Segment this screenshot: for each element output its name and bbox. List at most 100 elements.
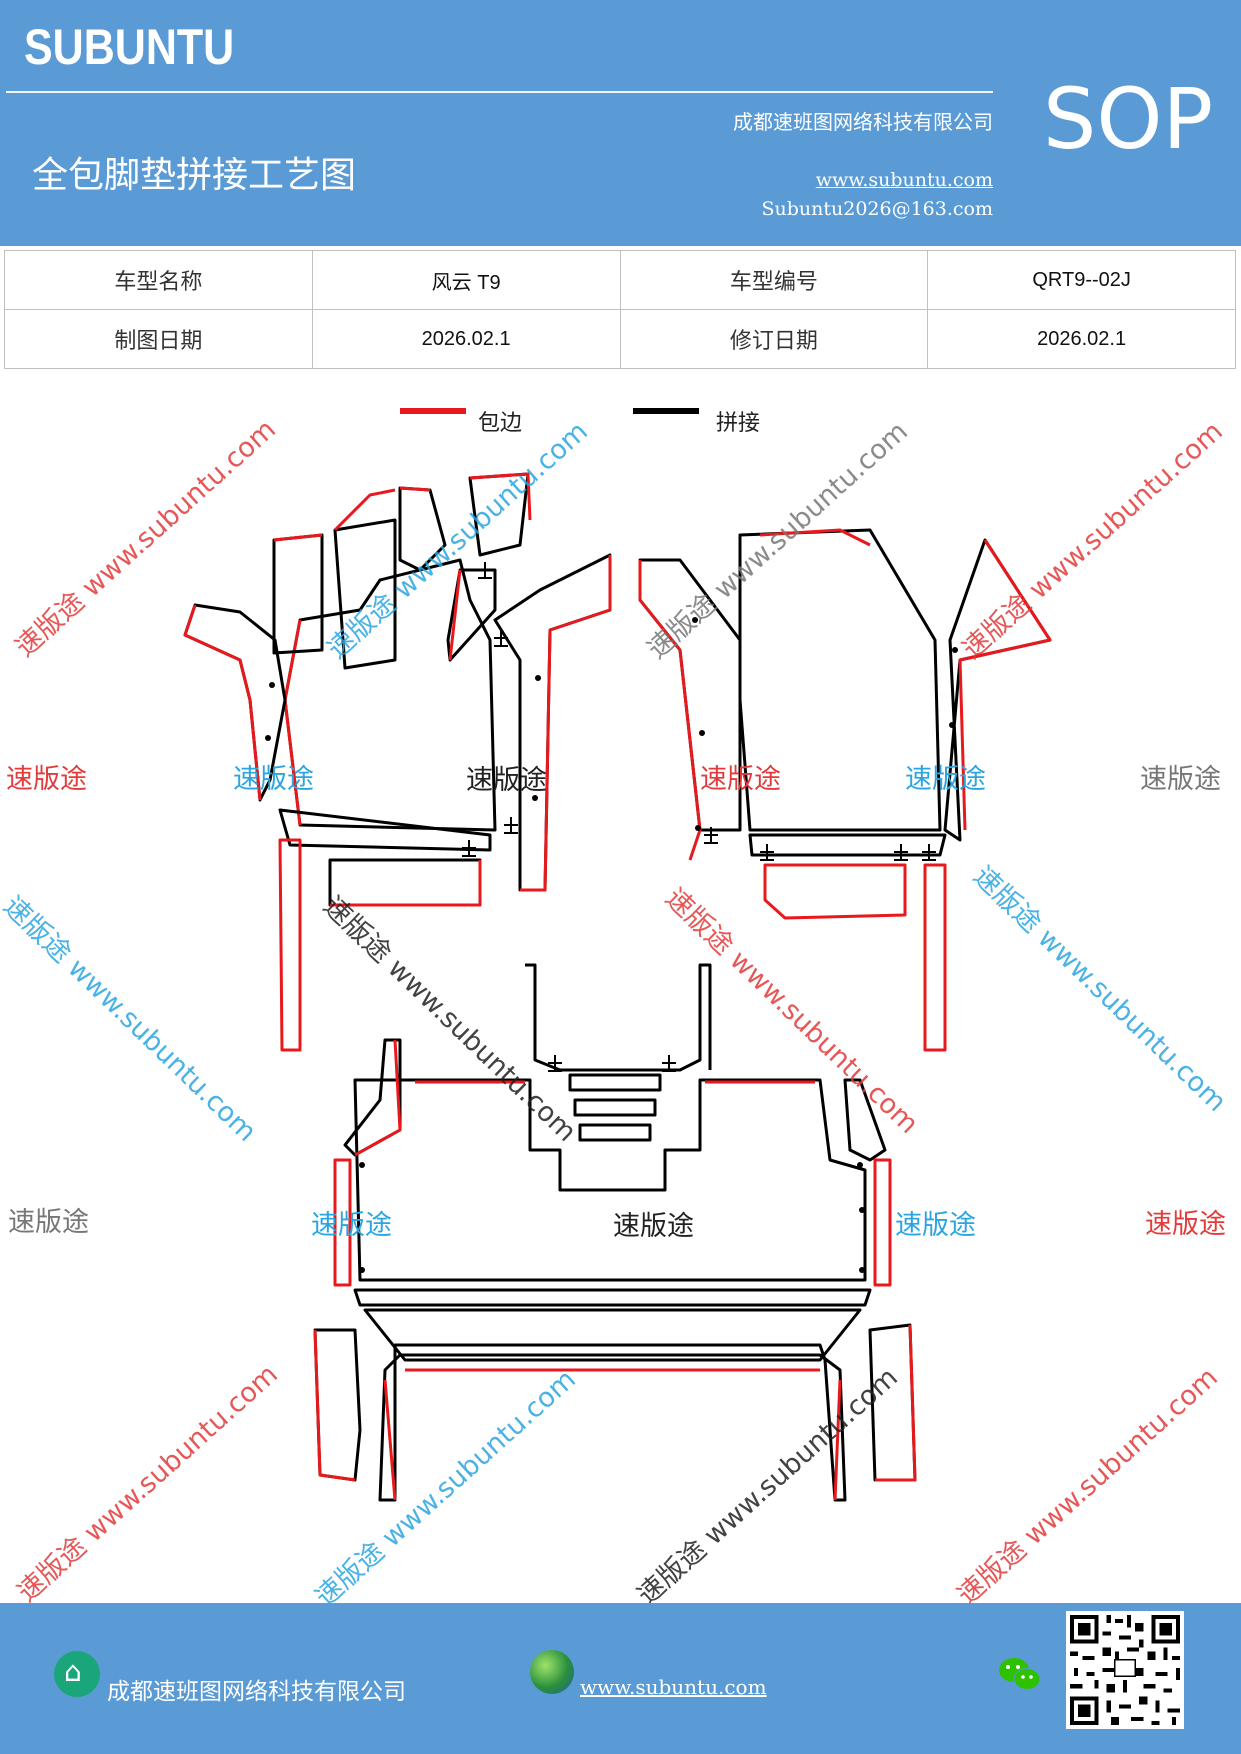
label-model-name: 车型名称 [4,250,313,310]
mat-piece-third-row-main [378,1343,847,1502]
mat-piece-front-right-step [763,863,907,920]
table-row: 制图日期 2026.02.1 修订日期 2026.02.1 [4,309,1236,369]
stitch-dot [699,730,705,736]
stitch-mark [548,1055,562,1072]
mat-piece-front-left-curve-edge [469,472,532,521]
watermark-brand: 速版途 [311,1210,392,1241]
mat-piece-rear-right-flap [843,1078,887,1162]
legend-red-label: 包边 [478,411,523,436]
stitch-mark [662,1055,676,1072]
company-name: 成都速班图网络科技有限公司 [733,110,993,134]
mat-piece-front-left-step-edge [330,860,482,907]
watermark-brand: 速版途 [700,764,781,795]
stitch-mark [760,844,774,861]
mat-piece-front-left-flap-edge [448,569,462,661]
stitch-dot [857,1162,863,1168]
label-model-code: 车型编号 [619,250,929,310]
stitch-mark [894,844,908,861]
email-text: Subuntu2026@163.com [761,198,993,220]
label-draw-date: 制图日期 [4,309,313,369]
stitch-mark [494,630,508,647]
mat-piece-rear-main [353,1078,867,1282]
mat-piece-third-row-left [313,1328,362,1482]
mat-piece-front-left-top-edge [399,486,431,492]
stitch-mark [704,827,718,844]
stitch-dot [269,682,275,688]
watermark-brand: 速版途 [1140,764,1221,795]
mat-piece-front-left-upper2-edge [333,488,396,532]
mat-piece-front-left-strip [278,838,302,1052]
mat-piece-front-right-strip [923,863,947,1052]
mat-piece-front-right-top-edge [759,528,871,547]
watermark-brand: 速版途 [895,1210,976,1241]
header-bar [0,0,1241,246]
wechat-icon [999,1658,1041,1690]
mat-piece-front-left-pillar-edge [520,555,612,892]
home-icon [54,1651,100,1697]
mat-piece-rear-left-flap-edge [354,1039,402,1157]
value-revise-date: 2026.02.1 [927,309,1236,369]
mat-piece-rear-tunnel-step2 [573,1098,657,1117]
stitch-mark [922,844,936,861]
value-model-code: QRT9--02J [927,250,1236,310]
stitch-dot [859,1267,865,1273]
stitch-dot [359,1162,365,1168]
watermark-brand: 速版途 [905,764,986,795]
footer-website-link[interactable]: www.subuntu.com [580,1675,767,1699]
mat-piece-rear-left-strip [333,1158,352,1287]
legend-black-swatch [633,408,699,414]
mat-piece-third-row-right-edge [875,1324,917,1482]
stitch-dot [532,795,538,801]
mat-piece-rear-sill [353,1288,872,1307]
qr-code [1066,1611,1184,1729]
stitch-dot [952,647,958,653]
stitch-dot [949,722,955,728]
mat-piece-front-left-pillar [493,553,612,892]
mat-piece-third-row [363,1308,862,1362]
mat-piece-rear-right-strip [873,1158,892,1287]
watermark-brand: 速版途 [466,765,547,796]
mat-piece-front-left-upper2 [333,518,397,670]
mat-piece-front-right-left-edge [638,560,702,861]
stitch-mark [462,840,476,857]
watermark-brand: 速版途 [613,1211,694,1242]
stitch-dot [265,735,271,741]
table-row: 车型名称 风云 T9 车型编号 QRT9--02J [4,250,1236,310]
globe-icon [530,1650,574,1694]
header-divider [6,91,993,93]
watermark-brand: 速版途 [6,764,87,795]
mat-piece-front-right-sill [748,833,947,857]
watermark-brand: 速版途 [1145,1209,1226,1240]
stitch-dot [535,675,541,681]
stitch-marks [462,562,936,1072]
doc-type-label: SOP [1043,70,1214,168]
legend-black-label: 拼接 [716,411,761,436]
vehicle-info-table: 车型名称 风云 T9 车型编号 QRT9--02J 制图日期 2026.02.1… [4,250,1236,369]
stitch-dot [359,1267,365,1273]
watermark-brand: 速版途 [8,1207,89,1238]
stitch-mark [504,817,518,834]
mat-piece-front-left-side-edge [183,604,262,801]
mat-piece-front-left-sill [278,808,492,852]
mat-piece-rear-tunnel-step3 [578,1123,652,1142]
stitch-dot [692,617,698,623]
legend-red-swatch [400,408,466,414]
mat-piece-rear-left-flap [343,1038,402,1157]
mat-piece-third-row-left-edge [313,1329,356,1482]
website-link[interactable]: www.subuntu.com [815,169,993,191]
stitch-mark [478,562,492,579]
watermark-brand: 速版途 [233,764,314,795]
page-title: 全包脚垫拼接工艺图 [32,155,357,196]
mat-piece-front-right-right-edge [958,539,1052,831]
stitch-dot [859,1207,865,1213]
brand-logo: SUBUNTU [24,19,235,75]
mat-piece-third-row-edge [383,1368,842,1501]
value-model-name: 风云 T9 [311,250,621,310]
value-draw-date: 2026.02.1 [311,309,621,369]
mat-piece-front-left-upper-edge [273,533,323,542]
footer-company: 成都速班图网络科技有限公司 [107,1679,406,1705]
stitch-dot [695,825,701,831]
stitch-points [265,617,958,1273]
mat-piece-rear-tunnel [525,963,712,1072]
